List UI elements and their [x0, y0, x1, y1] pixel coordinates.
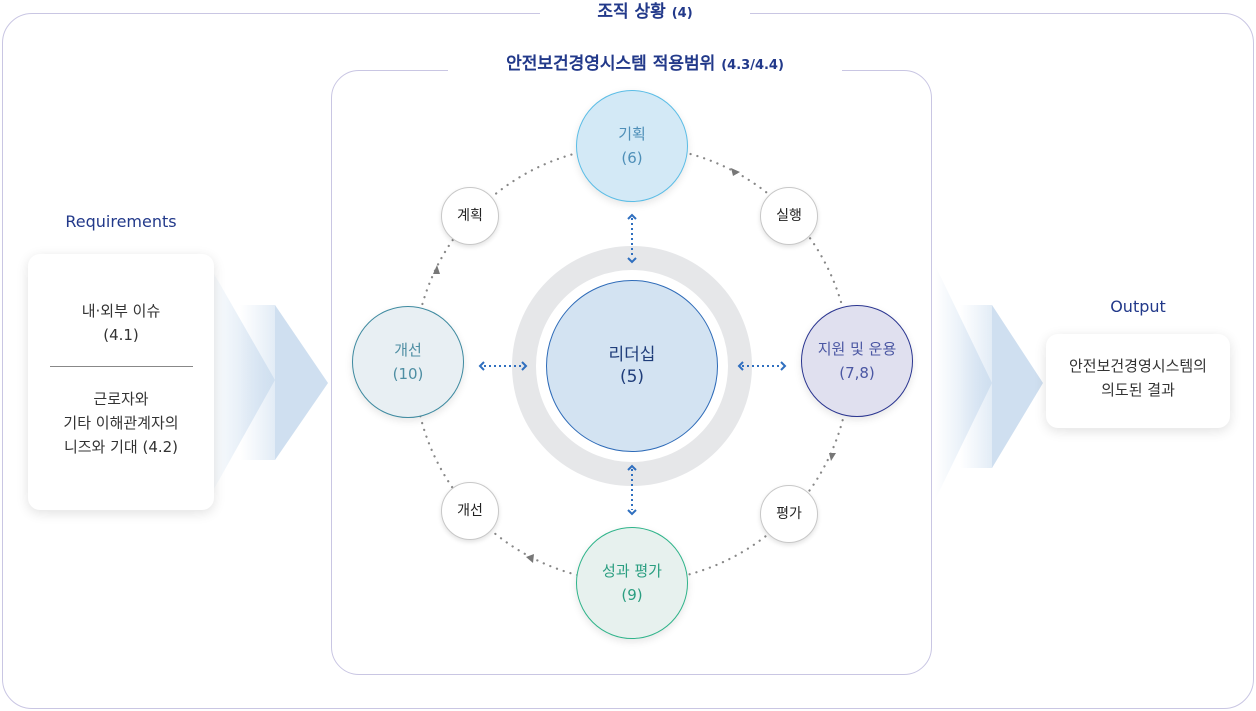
- node-ref: (5): [619, 367, 645, 387]
- output-label: Output: [1110, 297, 1166, 316]
- arrowhead-icon: [433, 265, 440, 274]
- title-ref: (4.3/4.4): [721, 58, 784, 73]
- text-line: (4.1): [103, 326, 139, 344]
- node-planning: 기획 (6): [576, 90, 688, 202]
- pdca-check: 평가: [760, 485, 818, 543]
- node-title: 기획: [618, 125, 646, 143]
- node-title: 리더십: [608, 345, 656, 365]
- node-performance-evaluation: 성과 평가 (9): [576, 527, 688, 639]
- connector-arrows: [478, 213, 787, 516]
- text-line: 니즈와 기대 (4.2): [63, 438, 179, 456]
- cycle-arrowheads: [433, 168, 836, 563]
- node-ref: (9): [621, 586, 643, 604]
- output-chevrons: [935, 265, 1043, 500]
- title-text: 조직 상황: [597, 2, 666, 22]
- node-title: 성과 평가: [602, 562, 662, 580]
- text-line: 의도된 결과: [1101, 381, 1175, 399]
- requirements-chevrons: [205, 258, 328, 505]
- arrowhead-icon: [731, 168, 740, 176]
- node-leadership: 리더십(5): [546, 280, 718, 452]
- text-line: 기타 이해관계자의: [63, 414, 179, 432]
- node-support-operation: 지원 및 운용 (7,8): [801, 305, 913, 417]
- internal-external-issues: 내·외부 이슈 (4.1): [28, 299, 214, 347]
- node-ref: (7,8): [839, 364, 875, 382]
- ohsms-scope-title: 안전보건경영시스템 적용범위 (4.3/4.4): [448, 52, 842, 78]
- requirements-label: Requirements: [65, 212, 177, 231]
- divider: [49, 366, 193, 367]
- node-title: 지원 및 운용: [817, 340, 897, 358]
- node-improvement: 개선 (10): [352, 306, 464, 418]
- text-line: 내·외부 이슈: [81, 302, 161, 320]
- pdca-plan: 계획: [441, 187, 499, 245]
- arrowhead-icon: [526, 554, 534, 563]
- title-ref: (4): [671, 6, 693, 21]
- text-line: 안전보건경영시스템의: [1068, 357, 1207, 375]
- node-ref: (6): [621, 149, 643, 167]
- title-text: 안전보건경영시스템 적용범위: [506, 54, 716, 74]
- organization-context-title: 조직 상황 (4): [540, 0, 750, 26]
- pdca-do: 실행: [760, 187, 818, 245]
- arrowhead-icon: [829, 453, 836, 461]
- node-title: 개선: [394, 341, 422, 359]
- node-ref: (10): [392, 365, 424, 383]
- pdca-act: 개선: [441, 482, 499, 540]
- text-line: 근로자와: [93, 390, 149, 408]
